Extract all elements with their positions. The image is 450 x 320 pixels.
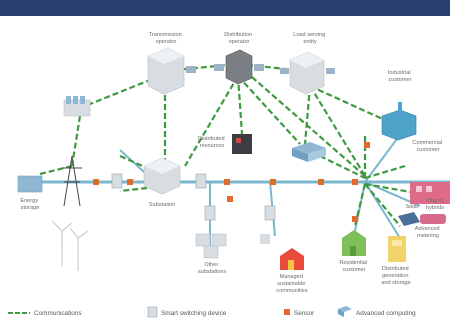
monitor-icon: [214, 64, 224, 71]
advanced-metering-label: Advanced metering: [415, 226, 441, 239]
sensor-icon: [93, 179, 99, 185]
header-bar: [0, 0, 450, 16]
sensor-icon: [352, 179, 358, 185]
distributed-resources-unit: [232, 134, 252, 154]
advanced-computing-icon: [338, 306, 352, 312]
wind-turbines: [51, 220, 89, 271]
managed-community-homes: [260, 234, 304, 270]
managed-communities-label: Managed sustainable communities: [276, 274, 308, 294]
distribution-operator-label: Distribution operator: [224, 32, 254, 45]
smart-switching-device-icon: [147, 306, 158, 318]
energy-storage-unit: [17, 175, 43, 193]
sensor-icon: [364, 142, 370, 148]
commercial-customer-label: Commercial customer: [412, 140, 443, 153]
sensor-icon: [318, 179, 324, 185]
smart-grid-diagram: Transmission operator Distribution opera…: [8, 32, 450, 318]
monitor-icon: [280, 68, 289, 74]
solar-label: Solar: [405, 204, 418, 210]
transmission-operator-label: Transmission operator: [149, 32, 184, 45]
node-labels: Transmission operator Distribution opera…: [20, 32, 444, 294]
sensor-legend-icon: [284, 309, 290, 315]
plug-in-hybrids-label: Plug in hybrids: [426, 198, 445, 211]
other-substations-label: Other substations: [198, 262, 226, 275]
commercial-customer-building: [410, 182, 450, 204]
substation-building: [143, 157, 181, 195]
communications-legend-label: Communications: [34, 310, 82, 317]
sensor-legend-label: Sensor: [294, 310, 315, 317]
monitor-icon: [254, 64, 264, 71]
sensor-icon: [224, 179, 230, 185]
sensor-icon: [227, 196, 233, 202]
monitor-icon: [186, 66, 196, 73]
sensors: [93, 142, 370, 222]
plug-in-hybrid-car: [420, 214, 446, 224]
legend: Communications Smart switching device Se…: [8, 306, 416, 318]
advanced-computing-legend-label: Advanced computing: [356, 310, 416, 317]
sensor-icon: [270, 179, 276, 185]
distributed-generation-label: Distributed generation and storage: [381, 266, 411, 286]
transmission-tower: [62, 155, 82, 207]
residential-customer-label: Residential customer: [339, 260, 368, 273]
smart-switching-devices: [111, 173, 276, 221]
energy-storage-label: Energy storage: [20, 198, 39, 211]
residential-customer-home: [342, 230, 366, 256]
distribution-operator-building: [214, 49, 264, 85]
computing-servers: [63, 96, 91, 117]
load-serving-entity-building: [280, 51, 335, 95]
monitor-icon: [326, 68, 335, 74]
sensor-icon: [352, 216, 358, 222]
industrial-customer-building: [381, 102, 417, 141]
distributed-resources-label: Distributed resources: [198, 136, 226, 149]
load-serving-entity-label: Load serving entity: [293, 32, 327, 45]
other-substations-buildings: [195, 233, 227, 259]
solar-panel: [398, 212, 420, 226]
smart-switching-legend-label: Smart switching device: [161, 310, 227, 317]
substation-label: Substation: [149, 202, 175, 208]
distributed-generation-unit: [388, 236, 406, 262]
transmission-operator-building: [147, 47, 196, 95]
sensor-icon: [127, 179, 133, 185]
industrial-customer-label: Industrial customer: [388, 70, 412, 83]
advanced-computing-cluster: [292, 142, 326, 162]
